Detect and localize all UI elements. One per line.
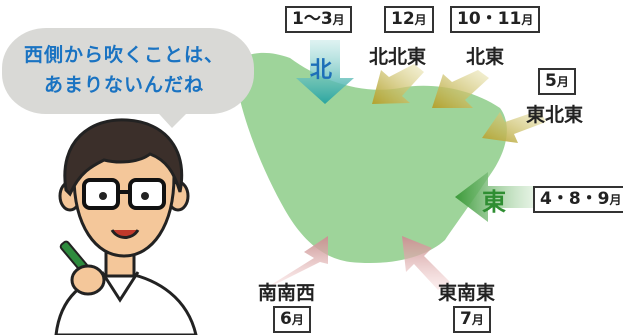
- month-unit: 月: [609, 193, 622, 207]
- direction-south-southwest: 南南西: [258, 282, 316, 304]
- direction-east-southeast: 東南東: [438, 282, 496, 304]
- arrow-east-southeast: [402, 236, 450, 290]
- month-box-dec: 12月: [384, 6, 434, 33]
- month-range: 7: [460, 309, 472, 329]
- month-box-jul: 7月: [453, 306, 491, 333]
- arrow-northeast: [432, 70, 489, 108]
- arrow-east: [455, 172, 540, 222]
- arrow-north-northeast: [372, 64, 424, 104]
- month-box-oct-nov: 10・11月: [450, 6, 541, 33]
- direction-north-northeast: 北北東: [369, 46, 427, 68]
- month-box-may: 5月: [538, 68, 576, 95]
- month-unit: 月: [556, 75, 569, 89]
- month-unit: 月: [332, 13, 345, 27]
- direction-northeast: 北東: [466, 46, 505, 68]
- month-range: 5: [545, 71, 557, 91]
- month-unit: 月: [521, 13, 534, 27]
- month-range: 10・11: [457, 9, 522, 29]
- month-range: 1〜3: [292, 9, 333, 29]
- speech-text: 西側から吹くことは、 あまりないんだね: [8, 40, 240, 100]
- arrow-north: [296, 40, 354, 104]
- speech-bubble: [2, 28, 254, 114]
- month-unit: 月: [291, 313, 304, 327]
- direction-east-northeast: 東北東: [526, 104, 584, 126]
- month-range: 6: [280, 309, 292, 329]
- month-unit: 月: [471, 313, 484, 327]
- month-box-jan-mar: 1〜3月: [285, 6, 352, 33]
- month-range: 12: [391, 9, 415, 29]
- direction-north: 北: [310, 58, 333, 83]
- speech-line-2: あまりないんだね: [43, 74, 204, 96]
- arrow-east-northeast: [482, 110, 546, 143]
- month-unit: 月: [414, 13, 427, 27]
- speech-line-1: 西側から吹くことは、: [23, 44, 224, 66]
- month-box-jun: 6月: [273, 306, 311, 333]
- month-box-apr-aug-sep: 4・8・9月: [533, 186, 623, 213]
- direction-east: 東: [482, 188, 506, 216]
- month-range: 4・8・9: [540, 189, 610, 209]
- person-icon: [54, 118, 198, 335]
- arrow-south-southwest: [266, 236, 328, 288]
